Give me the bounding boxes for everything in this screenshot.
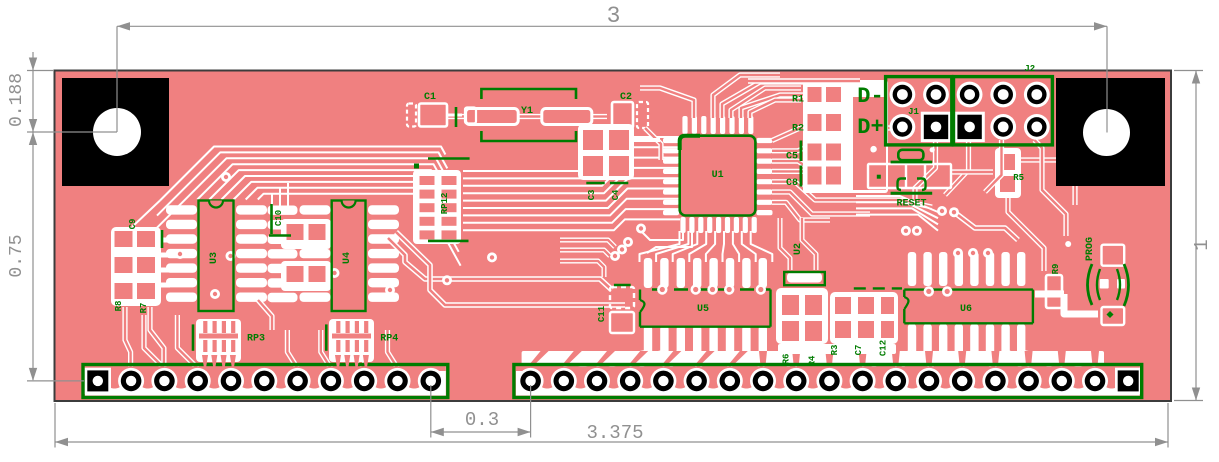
svg-text:C8: C8 bbox=[786, 178, 798, 189]
svg-text:R6: R6 bbox=[782, 354, 792, 365]
svg-text:RESET: RESET bbox=[896, 199, 926, 210]
svg-text:R8: R8 bbox=[114, 301, 124, 312]
svg-text:Y1: Y1 bbox=[521, 106, 533, 117]
svg-text:C12: C12 bbox=[878, 340, 888, 356]
svg-text:C4: C4 bbox=[611, 189, 621, 200]
svg-text:D-: D- bbox=[857, 84, 883, 109]
svg-text:C2: C2 bbox=[620, 92, 632, 103]
svg-text:R9: R9 bbox=[1051, 264, 1061, 275]
svg-text:C3: C3 bbox=[587, 190, 597, 201]
svg-text:C1: C1 bbox=[424, 92, 436, 103]
svg-text:R2: R2 bbox=[792, 124, 804, 135]
svg-text:PROG: PROG bbox=[1085, 237, 1096, 261]
svg-text:RP3: RP3 bbox=[247, 334, 265, 345]
svg-text:U1: U1 bbox=[712, 170, 724, 181]
svg-text:C9: C9 bbox=[128, 219, 138, 230]
svg-text:0.3: 0.3 bbox=[465, 409, 499, 431]
svg-text:R7: R7 bbox=[139, 303, 149, 314]
svg-text:RP4: RP4 bbox=[380, 334, 398, 345]
svg-text:1: 1 bbox=[1191, 239, 1213, 250]
svg-text:3.375: 3.375 bbox=[586, 422, 643, 444]
svg-text:RP12: RP12 bbox=[440, 193, 450, 215]
svg-text:J1: J1 bbox=[908, 107, 919, 117]
svg-text:U4: U4 bbox=[342, 252, 353, 264]
svg-text:C10: C10 bbox=[274, 210, 284, 226]
svg-text:3: 3 bbox=[607, 3, 621, 29]
svg-text:J2: J2 bbox=[1024, 64, 1035, 74]
svg-text:R4: R4 bbox=[808, 355, 818, 366]
svg-text:0.75: 0.75 bbox=[7, 234, 27, 277]
svg-text:U5: U5 bbox=[697, 304, 709, 315]
svg-text:U2: U2 bbox=[793, 243, 804, 255]
svg-text:U6: U6 bbox=[960, 304, 972, 315]
svg-text:U3: U3 bbox=[209, 252, 220, 264]
svg-text:D+: D+ bbox=[857, 115, 883, 140]
svg-text:C11: C11 bbox=[597, 305, 607, 322]
svg-text:C7: C7 bbox=[854, 345, 864, 356]
svg-text:R5: R5 bbox=[1013, 173, 1024, 183]
svg-text:C5: C5 bbox=[786, 152, 798, 163]
svg-text:0.188: 0.188 bbox=[7, 73, 27, 127]
svg-text:R3: R3 bbox=[830, 345, 840, 356]
svg-text:R1: R1 bbox=[792, 95, 804, 106]
